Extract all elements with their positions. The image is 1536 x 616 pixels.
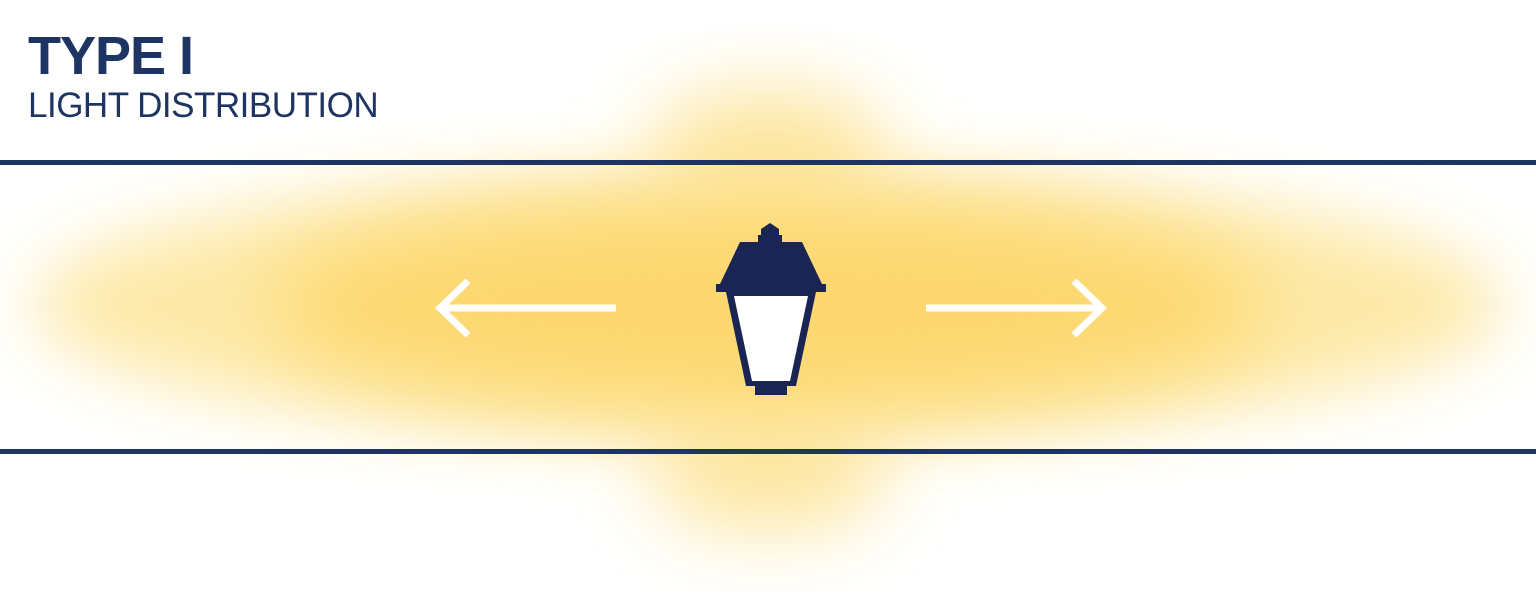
- arrow-right-icon: [926, 278, 1108, 338]
- upper-light-lobe: [648, 88, 888, 212]
- road-bottom-edge: [0, 449, 1536, 454]
- street-lamp-icon: [716, 223, 826, 395]
- arrow-left-icon: [434, 278, 616, 338]
- lower-light-lobe: [648, 408, 888, 532]
- page-title: TYPE I: [28, 26, 194, 86]
- road-top-edge: [0, 160, 1536, 165]
- title-block: TYPE I LIGHT DISTRIBUTION: [28, 26, 379, 126]
- page-subtitle: LIGHT DISTRIBUTION: [28, 86, 379, 125]
